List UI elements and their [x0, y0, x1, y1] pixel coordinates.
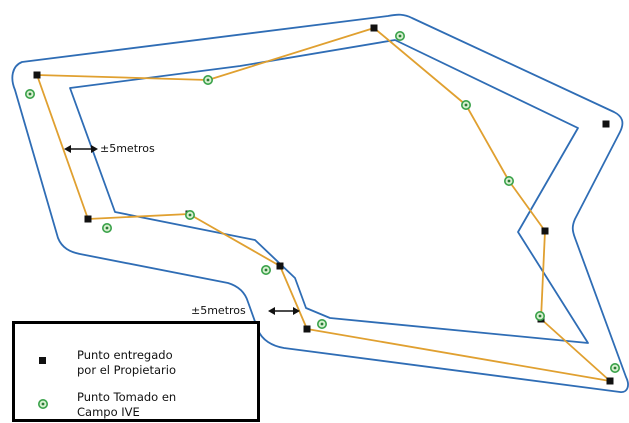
tolerance-label-2: ±5metros [191, 304, 246, 317]
owner-point-marker [303, 325, 311, 333]
tolerance-label-1: ±5metros [100, 142, 155, 155]
tolerance-arrow-2 [268, 307, 300, 315]
owner-point-marker [33, 71, 41, 79]
owner-point-marker [370, 24, 378, 32]
owner-point-marker [276, 262, 284, 270]
inner-buffer-line [69, 39, 589, 344]
field-point-marker [609, 362, 620, 373]
legend-owner-label: Punto entregado por el Propietario [77, 348, 176, 377]
field-point-icon [38, 399, 48, 409]
outer-buffer-line [11, 13, 629, 393]
field-point-marker [185, 210, 196, 221]
owner-point-marker [84, 215, 92, 223]
field-point-marker [503, 176, 514, 187]
owner-point-marker [606, 377, 614, 385]
legend-field-label: Punto Tomado en Campo IVE [77, 390, 177, 419]
field-point-marker [24, 89, 35, 100]
field-point-marker [534, 310, 545, 321]
owner-point-marker [541, 227, 549, 235]
field-point-marker [316, 318, 327, 329]
owner-point-marker [602, 120, 610, 128]
legend: Punto entregado por el Propietario Punto… [12, 321, 260, 422]
field-point-marker [260, 264, 271, 275]
field-point-marker [460, 100, 471, 111]
field-point-marker [102, 223, 113, 234]
field-point-marker [203, 75, 214, 86]
field-point-marker [394, 30, 405, 41]
tolerance-arrow-1 [64, 145, 98, 153]
owner-point-icon [39, 357, 46, 364]
